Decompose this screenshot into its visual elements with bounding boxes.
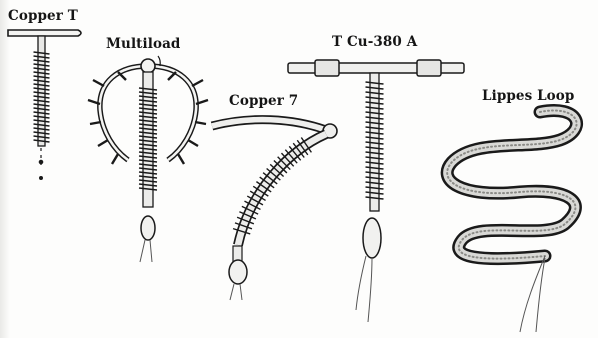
coil-wire-turn — [366, 157, 384, 159]
label-lippes-loop: Lippes Loop — [482, 88, 574, 104]
coil-wire-turn — [366, 152, 384, 154]
label-multiload: Multiload — [106, 36, 180, 52]
coil-wire-turn — [34, 140, 50, 142]
coil-wire-turn — [139, 188, 157, 190]
copper-7-device — [212, 120, 337, 300]
coil-wire-turn — [139, 136, 157, 138]
coil-wire-turn — [139, 96, 157, 98]
t-cu-380a-device — [288, 60, 464, 322]
coil-wire-turn — [139, 172, 157, 174]
coil-wire-turn — [366, 117, 384, 119]
coil-wire-turn — [366, 172, 384, 174]
coil-wire-turn — [366, 137, 384, 139]
coil-wire-turn — [366, 177, 384, 179]
coil-wire-turn — [139, 116, 157, 118]
coil-wire-turn — [139, 132, 157, 134]
coil-wire-turn — [366, 167, 384, 169]
coil-wire-turn — [139, 108, 157, 110]
lippes-loop-device — [447, 110, 576, 332]
coil-wire-turn — [139, 140, 157, 142]
coil-wire-turn — [34, 84, 50, 86]
coil-wire-turn — [139, 160, 157, 162]
coil-wire-turn — [139, 104, 157, 106]
coil-wire-turn — [366, 187, 384, 189]
coil-wire-turn — [34, 132, 50, 134]
coil-wire-turn — [139, 88, 157, 90]
coil-wire-turn — [34, 92, 50, 94]
coil-wire-turn — [366, 197, 384, 199]
coil-wire-turn — [34, 100, 50, 102]
coil-wire-turn — [34, 72, 50, 74]
coil-wire-turn — [139, 168, 157, 170]
coil-wire-turn — [34, 136, 50, 138]
label-copper-7: Copper 7 — [229, 93, 298, 109]
coil-wire-turn — [366, 132, 384, 134]
coil-wire-turn — [366, 112, 384, 114]
coil-wire-turn — [366, 142, 384, 144]
coil-wire-turn — [139, 176, 157, 178]
coil-wire-turn — [34, 120, 50, 122]
coil-wire-turn — [366, 92, 384, 94]
coil-wire-turn — [34, 80, 50, 82]
coil-wire-turn — [366, 97, 384, 99]
coil-wire-turn — [139, 156, 157, 158]
coil-wire-turn — [366, 192, 384, 194]
coil-wire-turn — [34, 52, 50, 54]
coil-wire-turn — [139, 164, 157, 166]
coil-wire-turn — [366, 102, 384, 104]
coil-wire-turn — [34, 64, 50, 66]
coil-wire-turn — [139, 120, 157, 122]
coil-wire-turn — [34, 60, 50, 62]
label-t-cu-380a: T Cu-380 A — [332, 34, 417, 50]
coil-wire-turn — [34, 112, 50, 114]
label-copper-t: Copper T — [8, 8, 78, 24]
coil-wire-turn — [34, 124, 50, 126]
coil-wire-turn — [366, 127, 384, 129]
coil-wire-turn — [139, 128, 157, 130]
coil-wire-turn — [34, 88, 50, 90]
coil-wire-turn — [366, 107, 384, 109]
coil-wire-turn — [366, 147, 384, 149]
coil-wire-turn — [34, 68, 50, 70]
coil-wire-turn — [34, 116, 50, 118]
coil-wire-turn — [366, 87, 384, 89]
coil-wire-turn — [139, 148, 157, 150]
multiload-device — [88, 56, 208, 262]
coil-wire-turn — [34, 128, 50, 130]
coil-wire-turn — [139, 100, 157, 102]
coil-wire-turn — [366, 122, 384, 124]
coil-wire-turn — [34, 104, 50, 106]
coil-wire-turn — [366, 82, 384, 84]
coil-wire-turn — [139, 144, 157, 146]
coil-wire-turn — [34, 96, 50, 98]
coil-wire-turn — [34, 76, 50, 78]
coil-wire-turn — [366, 162, 384, 164]
coil-wire-turn — [139, 152, 157, 154]
coil-wire-turn — [139, 180, 157, 182]
coil-wire-turn — [139, 124, 157, 126]
coil-wire-turn — [34, 108, 50, 110]
coil-wire-turn — [34, 56, 50, 58]
coil-wire-turn — [366, 182, 384, 184]
coil-wire-turn — [139, 112, 157, 114]
coil-wire-turn — [139, 184, 157, 186]
coil-wire-turn — [139, 92, 157, 94]
copper-t-device — [8, 30, 81, 180]
